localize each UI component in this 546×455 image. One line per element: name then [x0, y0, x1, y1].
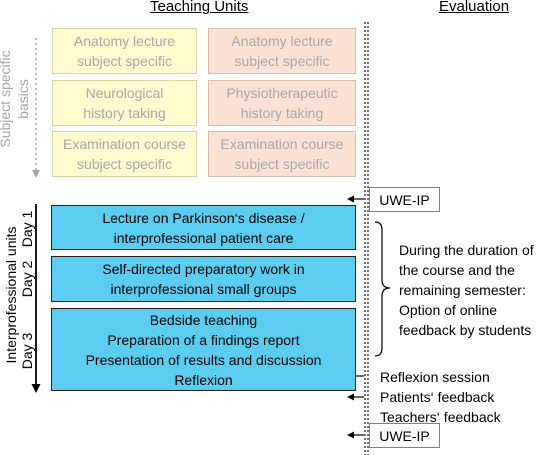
online-feedback-note: During the duration of the course and th… — [399, 242, 534, 338]
teaching-units-header: Teaching Units — [150, 0, 249, 15]
uwe-ip-box-top: UWE-IP — [369, 187, 440, 212]
day-3-label: Day 3 — [19, 332, 35, 370]
interprofessional-units-label: Interprofessional units — [3, 226, 19, 364]
feedback-brace — [374, 221, 391, 357]
uwe-ip-box-bottom: UWE-IP — [369, 423, 440, 448]
subject-specific-basics-label: Subject specific basics — [0, 50, 31, 148]
evaluation-header: Evaluation — [439, 0, 510, 15]
day-2-label: Day 2 — [19, 260, 35, 298]
day-1-box: Lecture on Parkinson‘s disease /interpro… — [51, 205, 356, 250]
feedback-sessions-list: Reflexion session Patients‘ feedback Tea… — [380, 369, 501, 425]
day-1-label: Day 1 — [19, 210, 35, 248]
